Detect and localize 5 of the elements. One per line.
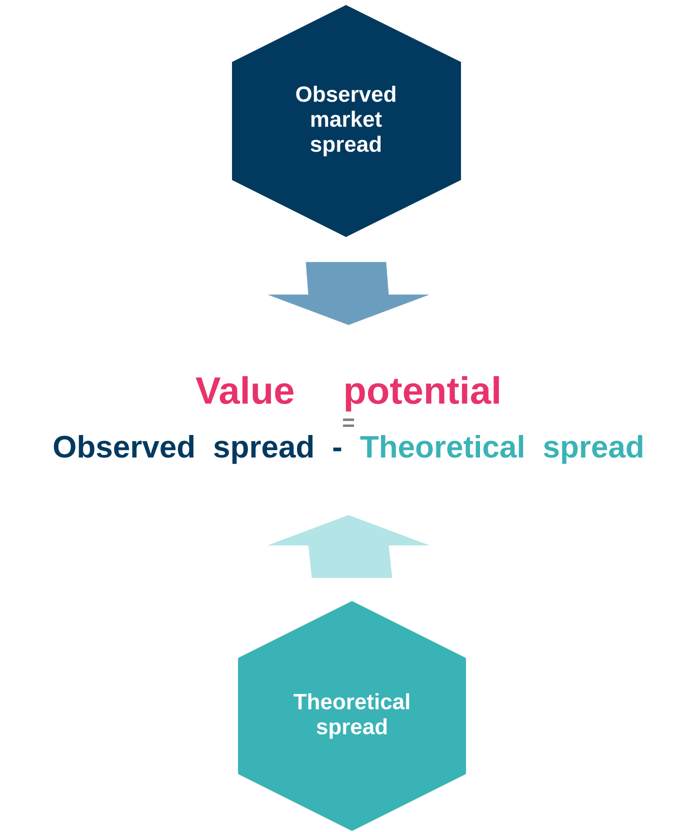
- hexagon: Observed market spread: [232, 5, 461, 237]
- block-arrow: [268, 515, 429, 578]
- equation-text: Value potential = Observed spread - Theoretical spread: [54, 376, 642, 464]
- block-arrow: [268, 262, 429, 325]
- hexagon: Theoretical spread: [238, 601, 466, 831]
